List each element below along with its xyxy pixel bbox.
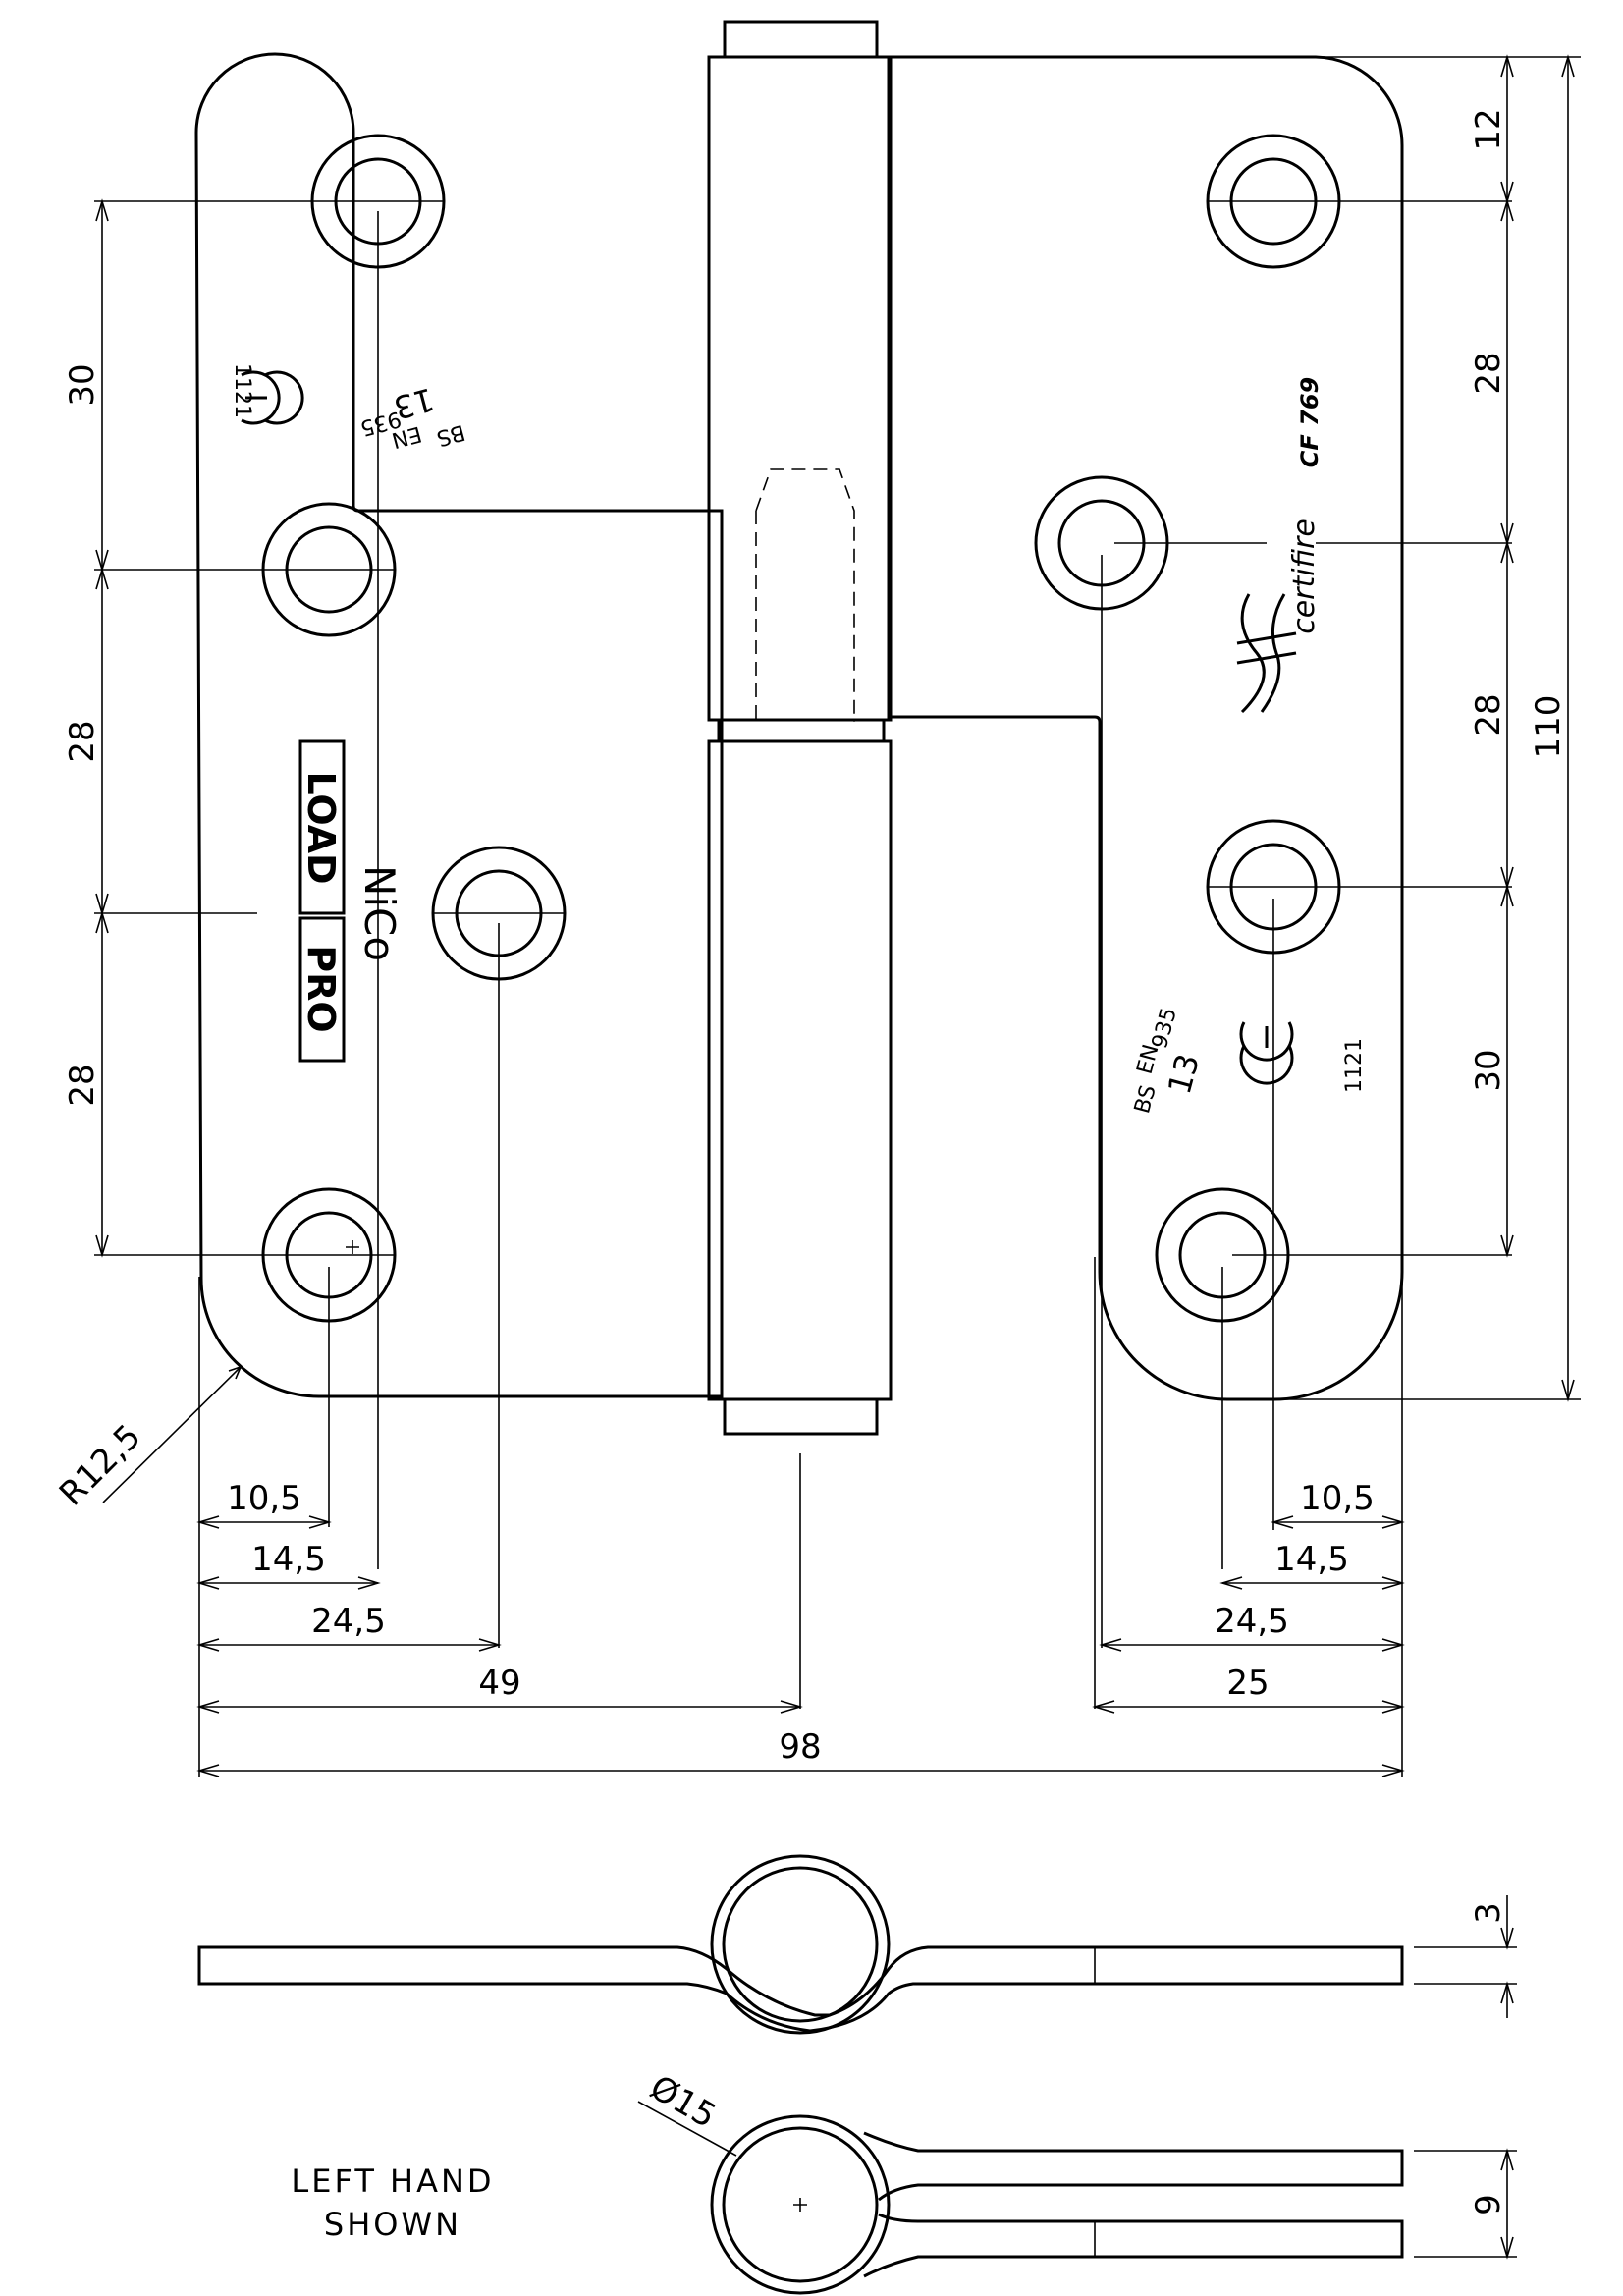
ce-mark-left [241,370,304,425]
knuckle-bottom-cap [723,1397,879,1436]
standard-stamp-left: BS EN 935 13 [357,380,467,452]
leaf-section-folded-lower [863,2213,1404,2278]
leaf-section-folded-upper [863,2131,1404,2202]
dim-center-49: 49 [478,1664,520,1703]
dim-overall-110: 110 [1529,695,1568,759]
svg-text:13: 13 [1161,1050,1207,1098]
hinge-outline [194,20,1404,1436]
logo-nico: NiCo [355,865,404,961]
dim-overall-98: 98 [779,1727,821,1767]
dim-right-25: 25 [1226,1664,1269,1703]
dim-right-28-lower: 28 [1469,693,1508,736]
hidden-pin [755,468,855,722]
dim-left-14-5: 14,5 [251,1540,326,1579]
left-leaf-outline [194,52,724,1398]
side-view-flat: 3 [197,1854,1517,2035]
leaf-section-flat [197,1945,1404,2033]
certifire-label: certifire [1287,519,1322,634]
ce-mark-right [1239,1021,1294,1085]
dim-left-10-5: 10,5 [227,1479,301,1518]
knuckle-section-flat [710,1854,891,2035]
dim-radius-r12-5: R12,5 [52,1417,149,1514]
screw-holes [261,134,1341,1323]
standard-stamp-right: BS EN 935 13 [1130,1006,1207,1117]
center-lines [94,56,1581,1777]
left-vertical-dimensions: 30 28 28 [63,198,109,1258]
dim-right-14-5: 14,5 [1274,1540,1349,1579]
dim-right-28-upper: 28 [1469,352,1508,394]
dim-folded-9: 9 [1469,2194,1508,2215]
dim-right-10-5: 10,5 [1300,1479,1375,1518]
right-leaf-markings: CF 769 certifire 1121 BS EN 935 13 [1130,377,1367,1117]
ce-number-left: 1121 [230,363,254,418]
dim-left-24-5: 24,5 [311,1602,386,1641]
right-leaf-outline [887,55,1404,1401]
knuckle-upper [707,55,893,722]
dim-right-12: 12 [1469,108,1508,150]
right-vertical-dimensions: 12 28 28 30 110 [1469,54,1575,1402]
left-leaf-markings: 1121 BS EN 935 13 LOAD PRO NiCo [230,363,467,1063]
knuckle-section-folded [710,2114,891,2295]
dim-left-28-upper: 28 [63,720,102,762]
ce-number-right: 1121 [1342,1038,1367,1093]
knuckle-lower [707,739,893,1401]
dim-left-30: 30 [63,363,102,406]
svg-text:935: 935 [1148,1006,1182,1052]
hand-note: LEFT HAND SHOWN [291,2162,494,2243]
logo-pro: PRO [299,945,343,1032]
svg-text:BS: BS [1130,1082,1162,1116]
side-view-folded: Ø15 9 [637,2068,1517,2295]
dim-right-30: 30 [1469,1049,1508,1091]
dim-thickness-3: 3 [1469,1902,1508,1924]
dim-right-24-5: 24,5 [1215,1602,1289,1641]
note-shown: SHOWN [324,2206,461,2243]
knuckle-top-cap [723,20,879,59]
svg-text:BS: BS [434,419,467,451]
logo-load: LOAD [299,771,343,884]
radius-dimension: R12,5 [52,1365,243,1514]
cert-code: CF 769 [1296,377,1324,467]
dim-left-28-lower: 28 [63,1064,102,1106]
note-left-hand: LEFT HAND [291,2162,494,2200]
bottom-dimensions: 10,5 14,5 24,5 49 98 10,5 14,5 24,5 25 [196,1479,1405,1777]
certifire-logo-icon [1236,593,1297,714]
knuckle-middle-ring [717,718,886,743]
nico-load-pro-logo: LOAD PRO NiCo [298,739,404,1063]
